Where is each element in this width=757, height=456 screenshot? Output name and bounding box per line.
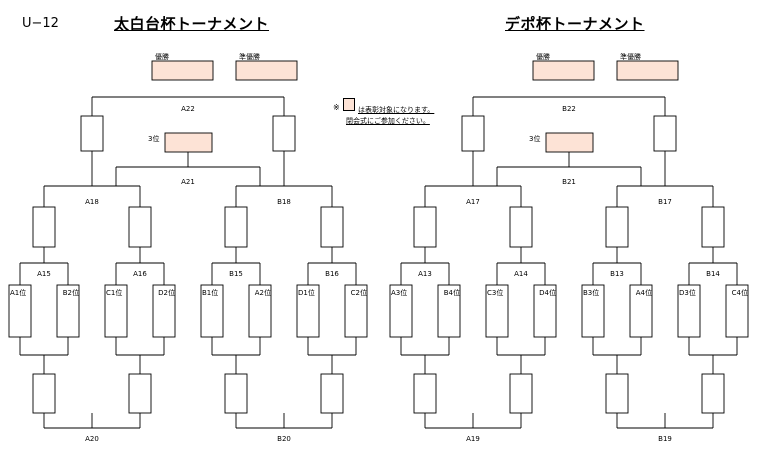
finalist-box-right: [272, 115, 296, 152]
seed-label: A1位: [10, 288, 26, 297]
seed-label: B4位: [444, 288, 460, 297]
quarterfinal-label: B14: [706, 270, 720, 278]
quarterfinal-label: A15: [37, 270, 51, 278]
quarterfinal-label: B13: [610, 270, 624, 278]
third-place-box: [545, 132, 594, 153]
finalist-box-left: [80, 115, 104, 152]
winner-label: 優勝: [155, 52, 169, 61]
quarterfinal-box: [509, 206, 533, 248]
first-round-box: [701, 373, 725, 414]
note-line-1: は表彰対象になります。: [358, 106, 435, 114]
first-round-match-label: A19: [466, 435, 480, 443]
first-round-box: [320, 373, 344, 414]
seed-label: A3位: [391, 288, 407, 297]
first-round-match-label: B20: [277, 435, 291, 443]
quarterfinal-label: A16: [133, 270, 147, 278]
quarterfinal-box: [605, 206, 629, 248]
winner-label: 優勝: [536, 52, 550, 61]
seed-label: D2位: [158, 288, 175, 297]
third-place-label: 3位: [529, 134, 540, 143]
seed-label: B3位: [583, 288, 599, 297]
seed-label: B1位: [202, 288, 218, 297]
award-highlight-swatch: [343, 98, 355, 111]
third-place-box: [164, 132, 213, 153]
left-tournament-title: 太白台杯トーナメント: [114, 15, 270, 33]
note-mark: ※: [333, 103, 340, 112]
quarterfinal-box: [128, 206, 152, 248]
semifinal-label: B18: [277, 198, 291, 206]
seed-label: C3位: [487, 288, 503, 297]
seed-label: D1位: [298, 288, 315, 297]
category-label: U−12: [22, 16, 59, 31]
first-round-box: [224, 373, 248, 414]
third-place-match-label: B21: [562, 178, 576, 186]
first-round-box: [413, 373, 437, 414]
finalist-box-left: [461, 115, 485, 152]
winner-box: [532, 60, 595, 81]
seed-label: C4位: [732, 288, 748, 297]
third-place-match-label: A21: [181, 178, 195, 186]
first-round-box: [128, 373, 152, 414]
seed-label: A4位: [636, 288, 652, 297]
quarterfinal-box: [701, 206, 725, 248]
note-line-2: 閉会式にご参加ください。: [346, 117, 430, 125]
first-round-match-label: B19: [658, 435, 672, 443]
seed-label: A2位: [255, 288, 271, 297]
runner-up-label: 準優勝: [239, 52, 260, 61]
quarterfinal-box: [413, 206, 437, 248]
final-match-label: A22: [181, 105, 195, 113]
third-place-label: 3位: [148, 134, 159, 143]
first-round-box: [32, 373, 56, 414]
quarterfinal-box: [320, 206, 344, 248]
quarterfinal-label: B15: [229, 270, 243, 278]
seed-label: C1位: [106, 288, 122, 297]
seed-label: D4位: [539, 288, 556, 297]
runner-up-box: [235, 60, 298, 81]
runner-up-box: [616, 60, 679, 81]
semifinal-label: A18: [85, 198, 99, 206]
final-match-label: B22: [562, 105, 576, 113]
first-round-box: [605, 373, 629, 414]
seed-label: D3位: [679, 288, 696, 297]
semifinal-label: B17: [658, 198, 672, 206]
right-tournament-title: デポ杯トーナメント: [505, 15, 645, 33]
winner-box: [151, 60, 214, 81]
semifinal-label: A17: [466, 198, 480, 206]
seed-label: B2位: [63, 288, 79, 297]
first-round-box: [509, 373, 533, 414]
quarterfinal-box: [32, 206, 56, 248]
finalist-box-right: [653, 115, 677, 152]
quarterfinal-label: B16: [325, 270, 339, 278]
first-round-match-label: A20: [85, 435, 99, 443]
quarterfinal-label: A14: [514, 270, 528, 278]
seed-label: C2位: [351, 288, 367, 297]
quarterfinal-label: A13: [418, 270, 432, 278]
runner-up-label: 準優勝: [620, 52, 641, 61]
quarterfinal-box: [224, 206, 248, 248]
